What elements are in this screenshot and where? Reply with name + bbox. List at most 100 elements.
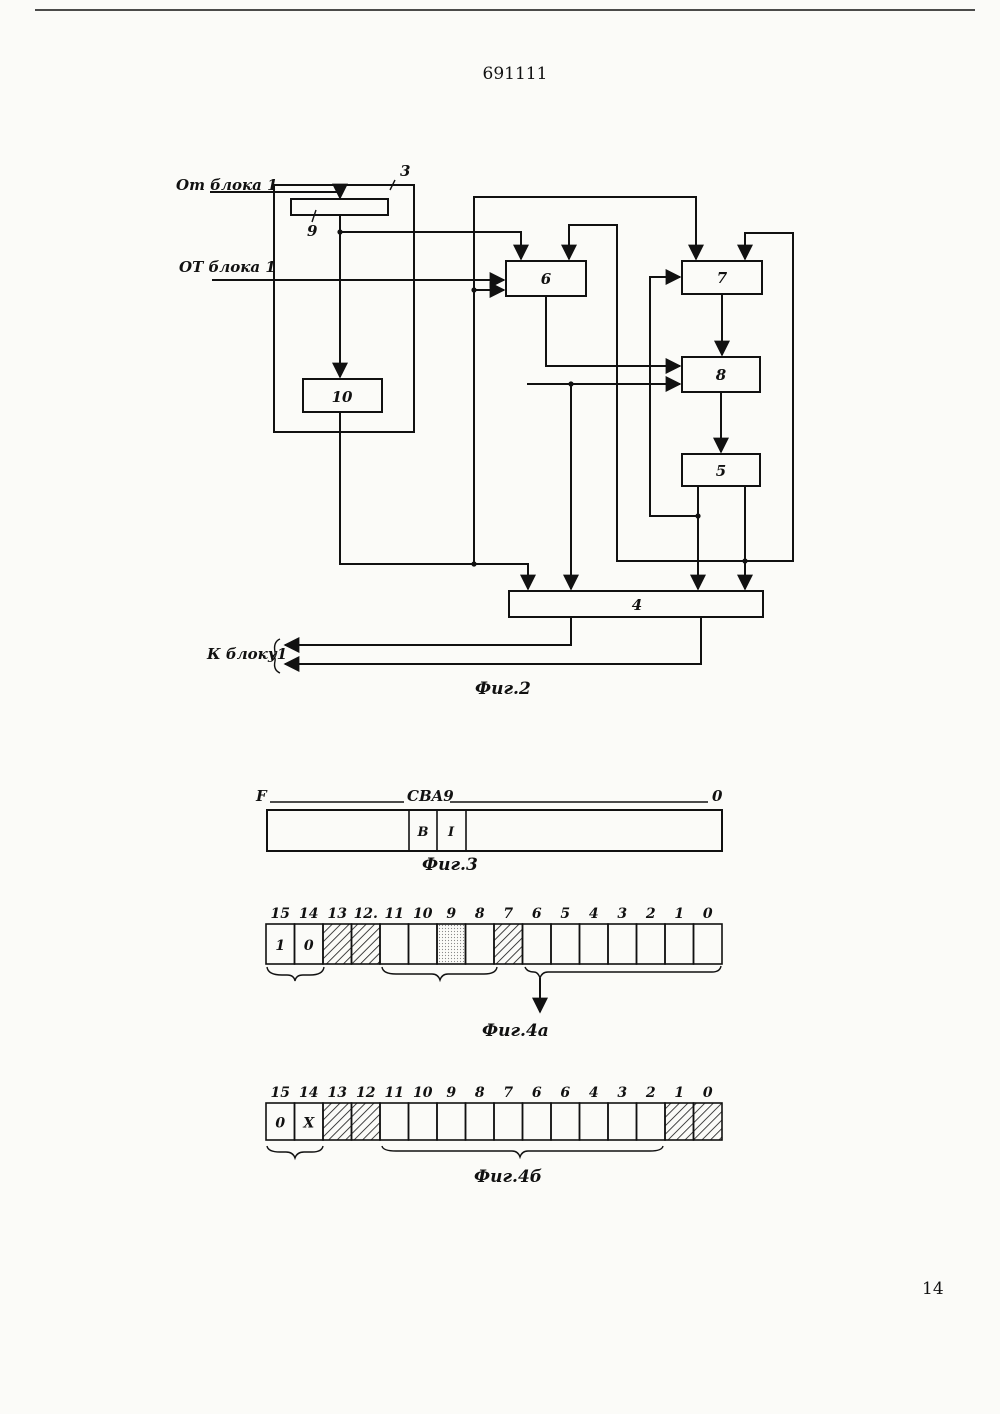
bit-label: 3: [617, 1085, 627, 1101]
bit-cell: [694, 924, 723, 964]
bit-cell: [580, 924, 609, 964]
bit-label: 12.: [354, 906, 378, 922]
block-7-label: 7: [717, 269, 728, 287]
fig4b-register: 0X: [266, 1103, 722, 1140]
bit-label: 6: [560, 1085, 570, 1101]
bit-label: 7: [503, 1085, 513, 1101]
connector-9-to-6: [340, 232, 521, 259]
fig3-right-mark: 0: [712, 787, 723, 805]
bit-label: 9: [446, 1085, 456, 1101]
connector-10-to-4: [340, 412, 528, 589]
fig3-mid-mark: CBA9: [407, 787, 454, 805]
bit-label: 15: [271, 1085, 290, 1101]
block-10-label: 10: [332, 388, 353, 406]
bit-cell: [494, 1103, 523, 1140]
bit-label: 11: [385, 906, 404, 922]
bit-label: 7: [503, 906, 513, 922]
bit-label: 8: [475, 1085, 485, 1101]
fig4a-register: 10: [266, 924, 722, 964]
bit-label: 0: [703, 1085, 713, 1101]
connector-6-to-8: [546, 296, 680, 366]
fig3-caption: Фиг.3: [422, 855, 478, 875]
connector-output-2: [285, 617, 701, 664]
connector-output-1: [285, 617, 571, 645]
fig3-left-mark: F: [255, 787, 268, 805]
bit-cell: [694, 1103, 723, 1140]
bit-label: 0: [703, 906, 713, 922]
bit-cell: [608, 1103, 637, 1140]
bit-cell: [608, 924, 637, 964]
bit-value: 0: [275, 1116, 285, 1132]
bit-cell: [323, 924, 352, 964]
bit-cell: [352, 1103, 381, 1140]
figure-3: F CBA9 0 B I Фиг.3: [255, 787, 723, 875]
bit-cell: [551, 924, 580, 964]
fig3-cell-i: I: [447, 825, 455, 840]
bit-label: 14: [299, 1085, 318, 1101]
bit-label: 11: [385, 1085, 404, 1101]
bit-label: 13: [328, 1085, 348, 1101]
bit-cell: [494, 924, 523, 964]
bit-cell: [523, 924, 552, 964]
bit-label: 6: [532, 1085, 542, 1101]
bit-label: 3: [617, 906, 627, 922]
bit-label: 4: [589, 1085, 599, 1101]
fig4a-brace-1: [267, 967, 324, 981]
fig4b-brace-1: [267, 1146, 323, 1158]
bit-cell: [409, 1103, 438, 1140]
figure-2: От блока 1 ОТ блока 1 3 9 10 6: [176, 162, 793, 699]
bit-cell: [665, 1103, 694, 1140]
bit-cell: [523, 1103, 552, 1140]
connector-5-feedback-to-7: [650, 277, 698, 516]
bit-cell: [466, 924, 495, 964]
bit-label: 14: [299, 906, 318, 922]
bit-label: 13: [328, 906, 348, 922]
bit-value: 0: [304, 938, 314, 954]
fig4a-brace-2: [382, 967, 497, 980]
figure-4a: 15141312.11109876543210 10 Фиг.4а: [266, 906, 722, 1041]
bit-cell: [323, 1103, 352, 1140]
connector-bus-to-7: [474, 197, 696, 564]
fig4b-bit-labels: 1514131211109876643210: [271, 1085, 713, 1101]
connector-feedback-to-7-top: [745, 233, 793, 561]
fig4b-caption: Фиг.4б: [474, 1167, 542, 1187]
bit-label: 10: [413, 906, 433, 922]
bit-cell: [437, 1103, 466, 1140]
bit-label: 15: [271, 906, 290, 922]
bit-label: 6: [532, 906, 542, 922]
patent-number: 691111: [483, 64, 548, 84]
bit-value: 1: [275, 938, 285, 954]
bit-cell: [637, 1103, 666, 1140]
bit-cell: [380, 924, 409, 964]
bit-label: 4: [589, 906, 599, 922]
bit-label: 5: [560, 906, 570, 922]
fig4a-caption: Фиг.4а: [482, 1021, 549, 1041]
fig3-cell-b: B: [417, 825, 429, 840]
fig4b-brace-2: [382, 1146, 663, 1157]
margin-mark-bottom-right: 14: [922, 1279, 944, 1299]
register-9: [291, 199, 388, 215]
fig4a-bit-labels: 15141312.11109876543210: [271, 906, 713, 922]
bit-cell: [551, 1103, 580, 1140]
block-5-label: 5: [716, 462, 726, 480]
bit-cell: [665, 924, 694, 964]
block-6-label: 6: [541, 270, 552, 288]
bit-label: 1: [674, 906, 684, 922]
bit-cell: [409, 924, 438, 964]
register-9-label: 9: [307, 222, 318, 240]
figure-4b: 1514131211109876643210 0X Фиг.4б: [266, 1085, 722, 1187]
bit-cell: [466, 1103, 495, 1140]
fig2-caption: Фиг.2: [475, 679, 531, 699]
bit-value: X: [302, 1116, 315, 1132]
block-4-label: 4: [632, 596, 642, 614]
bit-cell: [580, 1103, 609, 1140]
block-3-label: 3: [400, 162, 410, 180]
bit-cell: [352, 924, 381, 964]
bit-label: 9: [446, 906, 456, 922]
block-8-label: 8: [716, 366, 727, 384]
bit-cell: [437, 924, 466, 964]
bit-label: 10: [413, 1085, 433, 1101]
bit-cell: [380, 1103, 409, 1140]
